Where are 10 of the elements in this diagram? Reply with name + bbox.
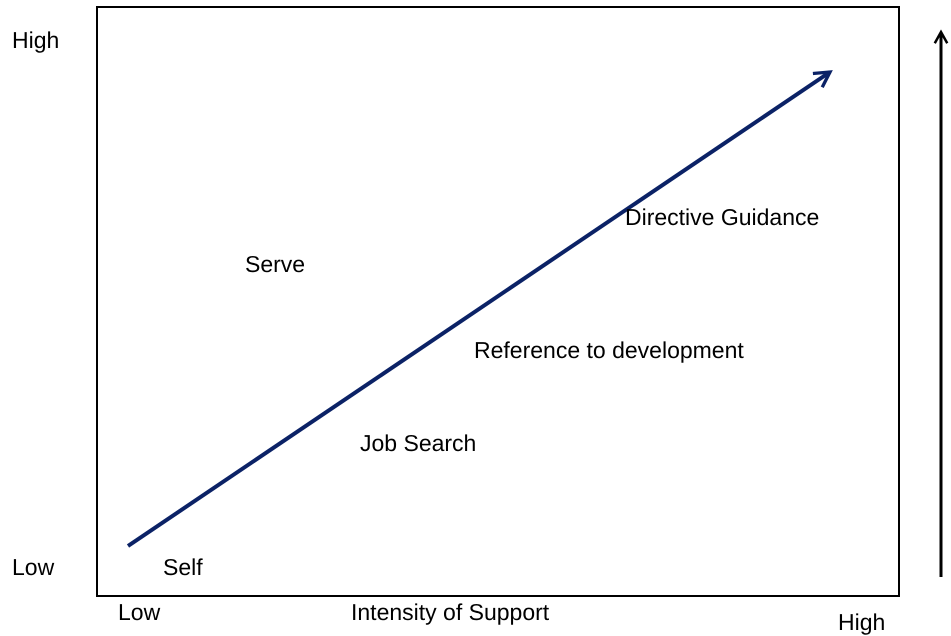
axis-title: Intensity of Support [351,598,550,626]
region-label: Job Search [360,429,476,457]
region-label: Directive Guidance [625,203,820,231]
region-label: Serve [245,250,306,278]
region-label: Reference to development [474,336,744,364]
axis-label: Low [118,598,160,626]
axis-label: High [12,26,60,54]
axis-label: High [838,608,886,636]
region-label: Self [163,553,203,581]
axis-label: Low [12,553,54,581]
